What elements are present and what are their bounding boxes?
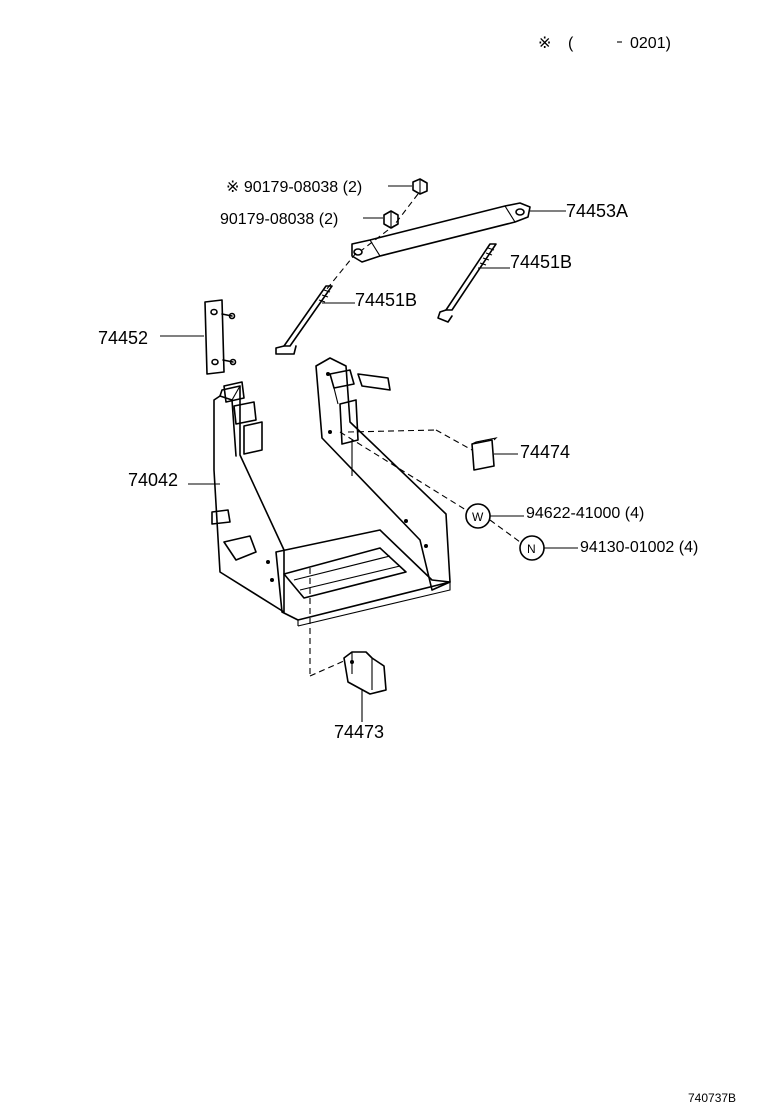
callout-bumper: 74473: [334, 722, 384, 742]
callout-bolt-marked: ※ 90179-08038 (2): [226, 179, 362, 196]
nut-symbol: N: [519, 535, 545, 561]
rod-right-part: [437, 243, 497, 323]
tray-part: [211, 357, 451, 627]
callout-clamp-a: 74453A: [566, 201, 628, 221]
note-close: 0201): [630, 35, 671, 52]
callout-nut: 94130-01002 (4): [580, 539, 698, 556]
callout-bracket: 74452: [98, 328, 148, 348]
bolt-part: [363, 210, 399, 229]
drawing-number: 740737B: [688, 1091, 736, 1105]
washer-symbol: W: [465, 503, 491, 529]
svg-text:N: N: [527, 542, 536, 556]
bumper-part: [343, 651, 387, 695]
pad-small-part: [471, 437, 498, 471]
callout-tray: 74042: [128, 470, 178, 490]
svg-text:W: W: [472, 510, 484, 524]
bracket-part: [204, 299, 237, 375]
callout-washer: 94622-41000 (4): [526, 505, 644, 522]
callout-pad-small: 74474: [520, 442, 570, 462]
callout-rod-right: 74451B: [510, 252, 572, 272]
note-mark: ※: [538, 35, 551, 52]
callout-rod-left: 74451B: [355, 290, 417, 310]
clamp-part: [351, 202, 531, 263]
rod-left-part: [275, 285, 333, 355]
callout-bolt: 90179-08038 (2): [220, 211, 338, 228]
note-open: (: [568, 35, 574, 52]
header-note: ※ ( 0201): [538, 35, 671, 52]
bolt-marked-part: [388, 178, 428, 195]
dash-bolt-to-clamp: [391, 193, 419, 229]
